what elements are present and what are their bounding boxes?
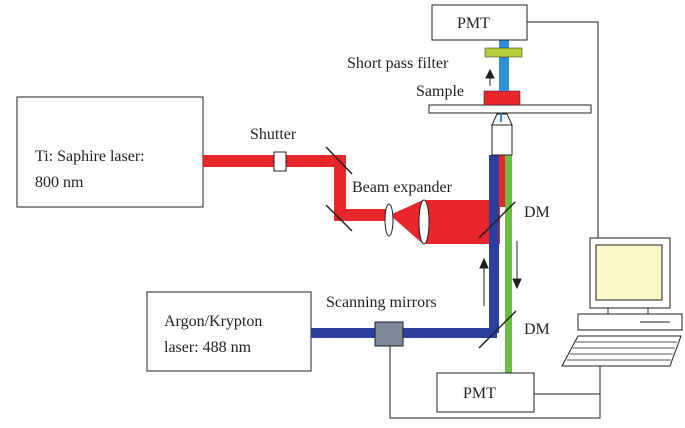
ir-beam-segment-dm [423, 200, 500, 244]
dichroic-mirror-lower [478, 310, 517, 349]
argon-krypton-laser: Argon/Krypton laser: 488 nm [146, 291, 312, 372]
sample [483, 90, 521, 106]
keyboard-keys [567, 341, 677, 361]
arrow-down-emission-head [512, 278, 522, 290]
sample-label: Sample [416, 83, 464, 100]
green-beam-vertical [505, 155, 512, 373]
computer [561, 237, 683, 367]
pmt-top: PMT [431, 4, 528, 41]
red-beam-vertical [499, 155, 505, 207]
beam-expander-label: Beam expander [352, 179, 453, 196]
ti-saphire-laser-box [16, 96, 204, 208]
pmt-bottom-label: PMT [463, 385, 496, 402]
computer-base [577, 313, 683, 331]
ti-saphire-laser-label-line2: 800 nm [35, 174, 84, 191]
beam-expander-lens-large [418, 199, 430, 245]
beam-expander [384, 199, 430, 245]
pmt-top-box [431, 4, 528, 41]
pmt-bottom-box [436, 372, 535, 413]
scanning-mirrors-label: Scanning mirrors [326, 294, 437, 311]
steering-mirror-lower [325, 204, 353, 232]
beam-expander-lens-small [384, 203, 394, 237]
argon-krypton-laser-label-line2: laser: 488 nm [164, 339, 252, 356]
pmt-bottom: PMT [436, 372, 535, 413]
objective-body [491, 124, 513, 156]
wire-scanner-to-computer [389, 346, 601, 419]
monitor-screen [595, 244, 663, 301]
dichroic-mirror-upper [478, 201, 516, 239]
wire-pmt-top-to-computer [527, 21, 599, 238]
pmt-top-label: PMT [457, 15, 490, 32]
shutter [273, 151, 287, 172]
short-pass-filter-label: Short pass filter [347, 55, 449, 72]
dichroic-mirror-lower-label: DM [524, 321, 550, 338]
blue-beam-vertical [489, 155, 499, 333]
ir-beam-path [203, 155, 500, 244]
ti-saphire-laser-label-line1: Ti: Saphire laser: [35, 148, 145, 165]
steering-mirror-upper [325, 146, 353, 175]
shutter-label: Shutter [250, 126, 297, 143]
emission-beam-to-top-pmt [499, 40, 509, 91]
dichroic-mirror-upper-label: DM [524, 204, 550, 221]
short-pass-filter [484, 47, 523, 58]
ir-beam-segment-to-expander [334, 209, 390, 221]
argon-krypton-laser-label-line1: Argon/Krypton [164, 313, 262, 330]
sample-stage [428, 104, 592, 114]
direction-arrows [479, 241, 522, 306]
emission-arrow [485, 68, 495, 86]
argon-krypton-laser-box [146, 291, 312, 372]
ti-saphire-laser: Ti: Saphire laser: 800 nm [16, 96, 204, 208]
monitor-stand [607, 307, 649, 315]
ir-beam-segment-down [334, 155, 346, 213]
keyboard [561, 335, 682, 367]
blue-beam-horizontal [311, 328, 497, 338]
scanning-mirrors [374, 321, 404, 347]
emission-arrow-head [485, 68, 495, 79]
signal-wires [389, 21, 601, 419]
vertical-beams [489, 155, 512, 373]
ir-beam-segment-laser-to-mirror [203, 155, 334, 167]
arrow-up-excitation-head [479, 257, 489, 269]
